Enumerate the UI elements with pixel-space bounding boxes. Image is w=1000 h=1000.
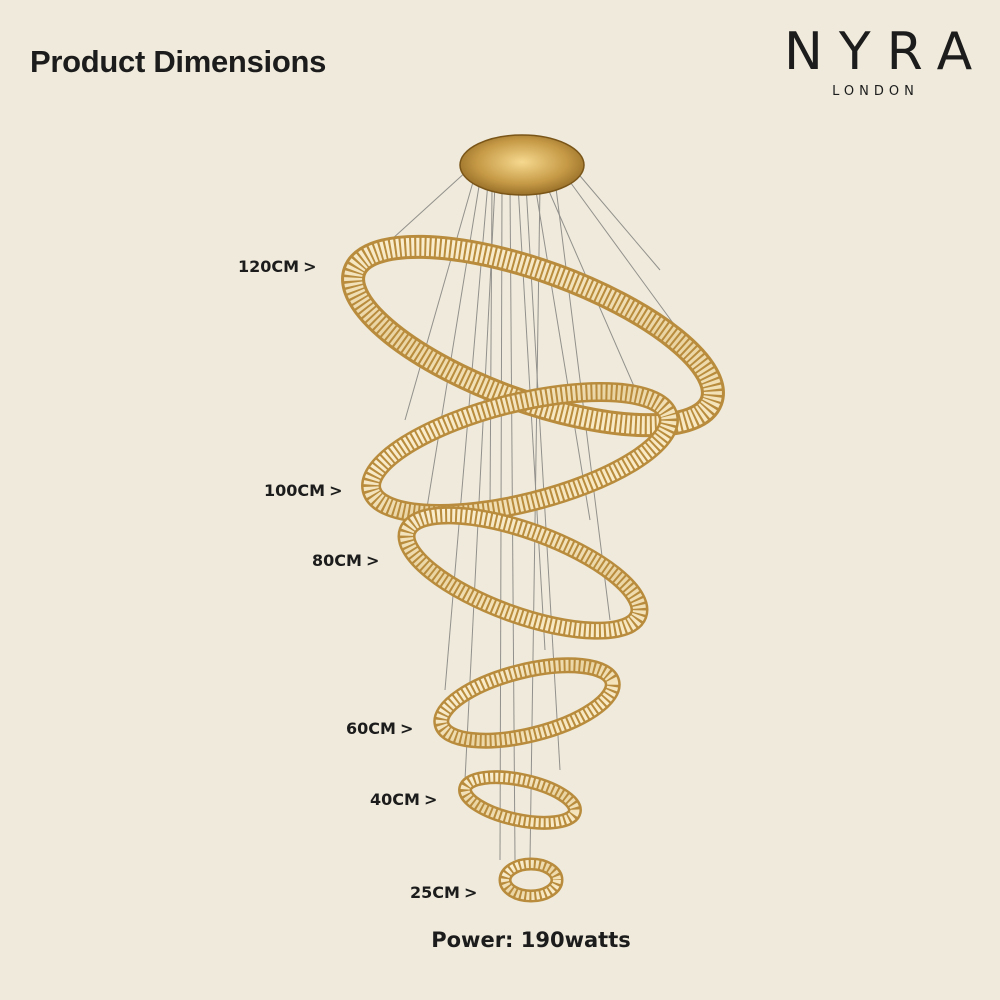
dimension-label-120: 120CM> [238,257,316,276]
pointer-arrow-icon: > [365,551,380,570]
dimension-label-60: 60CM> [346,719,413,738]
pointer-arrow-icon: > [303,257,317,276]
dimension-label-40: 40CM> [370,790,437,809]
pointer-arrow-icon: > [329,481,343,500]
ceiling-canopy [459,134,585,196]
pointer-arrow-icon: > [463,883,478,902]
page-title: Product Dimensions [30,44,327,79]
ring-40 [458,770,582,830]
dimension-value: 120CM [238,257,300,276]
power-rating: Power: 190watts [431,928,631,952]
brand-logo: NYRA LONDON [768,22,978,99]
ring-25 [498,857,564,903]
dimension-value: 25CM [410,883,460,902]
dimension-label-25: 25CM> [410,883,477,902]
brand-location: LONDON [832,84,919,99]
ring-80 [397,506,649,640]
brand-name: NYRA [784,22,989,82]
dimension-value: 80CM [312,551,362,570]
pointer-arrow-icon: > [423,790,438,809]
ring-60 [433,657,621,749]
dimension-value: 100CM [264,481,326,500]
ring-100 [361,381,679,525]
dimension-value: 40CM [370,790,420,809]
dimension-value: 60CM [346,719,396,738]
dimension-label-100: 100CM> [264,481,342,500]
pointer-arrow-icon: > [399,719,414,738]
dimension-label-80: 80CM> [312,551,379,570]
